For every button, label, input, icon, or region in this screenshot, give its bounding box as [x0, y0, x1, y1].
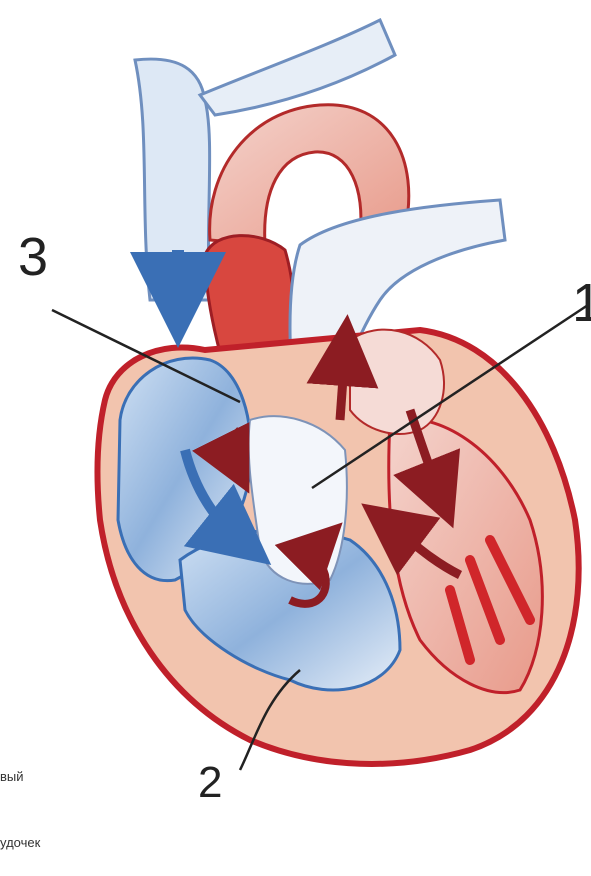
label-2: 2 [198, 758, 222, 808]
pulmonary-vessel-top [200, 20, 395, 115]
caption-text: вый удочек [0, 722, 40, 876]
caption-line-1: вый [0, 766, 40, 788]
interventricular-septum [249, 416, 347, 584]
label-1: 1 [572, 272, 591, 334]
caption-line-2: удочек [0, 832, 40, 854]
heart-diagram [0, 0, 591, 808]
arrow-aorta-up [340, 350, 345, 420]
label-3: 3 [18, 226, 48, 288]
